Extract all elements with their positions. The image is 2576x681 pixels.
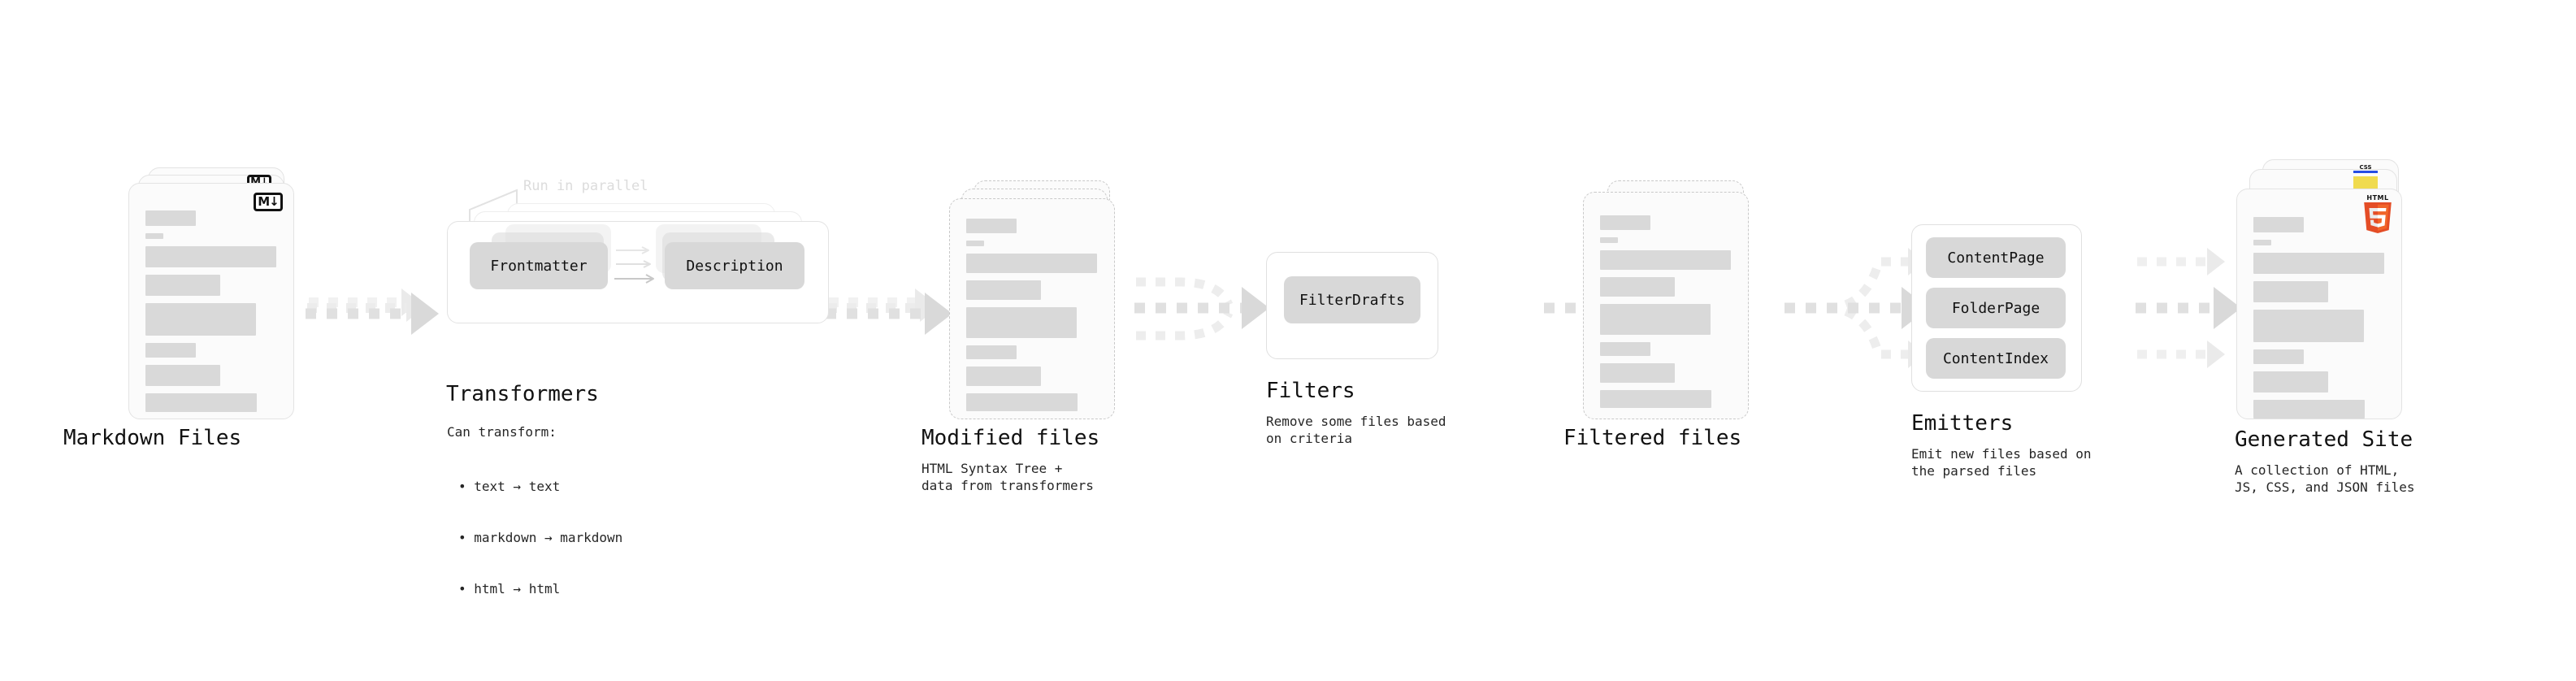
site-sheet-front: HTML — [2236, 189, 2402, 419]
filtered-sheet-front — [1583, 192, 1749, 419]
modified-content-lines — [966, 219, 1099, 419]
content-line — [1600, 363, 1675, 383]
content-line — [1600, 304, 1711, 335]
modified-files-subtitle: HTML Syntax Tree + data from transformer… — [922, 461, 1094, 493]
content-line — [1600, 342, 1650, 356]
filters-group: FilterDrafts — [1266, 252, 1438, 359]
site-content-lines — [2253, 217, 2387, 426]
content-line — [966, 241, 984, 246]
arrow-emitters-to-site — [2136, 248, 2241, 368]
filters-chip-filterdrafts-label: FilterDrafts — [1299, 291, 1406, 309]
emitters-chip-contentindex-label: ContentIndex — [1942, 349, 2049, 367]
transformer-chip-frontmatter-label: Frontmatter — [490, 257, 588, 275]
content-line — [145, 365, 220, 386]
filters-subtitle: Remove some files based on criteria — [1266, 414, 1446, 446]
content-line — [1600, 390, 1711, 408]
transformer-chip-description[interactable]: Description — [665, 242, 804, 289]
content-line — [966, 254, 1097, 273]
emitters-chip-folderpage[interactable]: FolderPage — [1926, 288, 2066, 328]
content-line — [966, 345, 1017, 359]
arrow-markdown-to-transformers — [306, 288, 439, 335]
emitters-chip-contentpage-label: ContentPage — [1947, 249, 2045, 267]
content-line — [145, 246, 276, 267]
content-line — [145, 233, 163, 239]
emitters-chip-contentindex[interactable]: ContentIndex — [1926, 338, 2066, 379]
stage-title-markdown-files: Markdown Files — [63, 426, 242, 450]
markdown-icon: M↓ — [254, 193, 283, 211]
stage-filters: FilterDrafts Filters Remove some files b… — [1266, 252, 1446, 446]
html5-shield-icon — [2364, 202, 2392, 233]
emitters-subtitle: Emit new files based on the parsed files — [1911, 446, 2092, 479]
content-line — [2253, 400, 2365, 419]
content-line — [1600, 215, 1650, 230]
stage-title-modified-files: Modified files — [922, 426, 1100, 450]
content-line — [2253, 217, 2304, 232]
modified-file-stack — [949, 180, 1118, 432]
markdown-file-stack: M↓ M↓ M↓ — [128, 167, 297, 419]
filtered-content-lines — [1600, 215, 1733, 415]
content-line — [966, 307, 1077, 338]
stage-emitters: ContentPage FolderPage ContentIndex Emit… — [1911, 224, 2092, 479]
content-line — [966, 219, 1017, 233]
arrow-modified-to-filters — [1134, 277, 1269, 340]
stage-title-transformers: Transformers — [446, 382, 599, 406]
transformer-inner-arrows — [614, 246, 654, 284]
stage-title-generated-site: Generated Site — [2235, 427, 2413, 452]
css-icon-text: CSS — [2359, 164, 2372, 171]
stage-title-filters: Filters — [1266, 379, 1355, 403]
transformers-bullet-item: markdown → markdown — [458, 529, 622, 546]
content-line — [966, 393, 1078, 411]
markdown-icon-text: M↓ — [258, 194, 279, 209]
content-line — [2253, 253, 2384, 274]
arrow-filtered-to-emitters — [1785, 248, 1929, 368]
modified-sheet-front — [949, 198, 1115, 419]
markdown-sheet-front: M↓ — [128, 183, 294, 419]
filtered-file-stack — [1583, 180, 1752, 432]
stage-modified-files: Modified files HTML Syntax Tree + data f… — [922, 180, 1118, 493]
emitters-chip-contentpage[interactable]: ContentPage — [1926, 237, 2066, 278]
content-line — [1600, 250, 1731, 270]
emitters-chip-folderpage-label: FolderPage — [1951, 299, 2040, 317]
content-line — [2253, 281, 2328, 302]
content-line — [145, 343, 196, 358]
content-line — [145, 275, 220, 296]
content-line — [2253, 310, 2364, 342]
emitters-group: ContentPage FolderPage ContentIndex — [1911, 224, 2082, 392]
run-in-parallel-label: Run in parallel — [523, 178, 648, 194]
content-line — [2253, 349, 2304, 364]
content-line — [1600, 237, 1618, 243]
generated-site-subtitle: A collection of HTML, JS, CSS, and JSON … — [2235, 462, 2415, 495]
content-line — [145, 303, 256, 336]
transformers-subtitle: Can transform: — [447, 424, 557, 440]
arrow-transformers-to-modified — [826, 288, 952, 335]
transformer-chip-frontmatter[interactable]: Frontmatter — [470, 242, 608, 289]
stage-title-emitters: Emitters — [1911, 411, 2014, 436]
content-line — [145, 393, 257, 412]
stage-markdown-files: M↓ M↓ M↓ Mark — [63, 167, 297, 450]
content-line — [2253, 371, 2328, 393]
html5-icon-word: HTML — [2366, 194, 2389, 202]
content-line — [2253, 240, 2271, 245]
content-line — [966, 367, 1041, 386]
transformers-bullet-item: text → text — [458, 478, 622, 495]
transformer-group-stack: Frontmatter Description — [447, 203, 829, 323]
stage-generated-site: CSS HTML — [2235, 159, 2415, 495]
html5-icon: HTML — [2362, 194, 2393, 237]
transformer-chip-description-label: Description — [686, 257, 783, 275]
content-line — [966, 280, 1041, 300]
stage-title-filtered-files: Filtered files — [1563, 426, 1742, 450]
filters-chip-filterdrafts[interactable]: FilterDrafts — [1284, 276, 1420, 323]
stage-transformers: Frontmatter Description Run in parallel … — [446, 178, 829, 596]
transformers-bullet-item: html → html — [458, 580, 622, 597]
content-line — [145, 210, 196, 226]
css-icon: CSS — [2353, 164, 2378, 173]
content-line — [1600, 277, 1675, 297]
stage-filtered-files: Filtered files — [1563, 180, 1752, 450]
markdown-content-lines — [145, 210, 279, 419]
transformers-bullet-list: text → text markdown → markdown html → h… — [458, 444, 622, 631]
generated-site-stack: CSS HTML — [2236, 159, 2405, 419]
